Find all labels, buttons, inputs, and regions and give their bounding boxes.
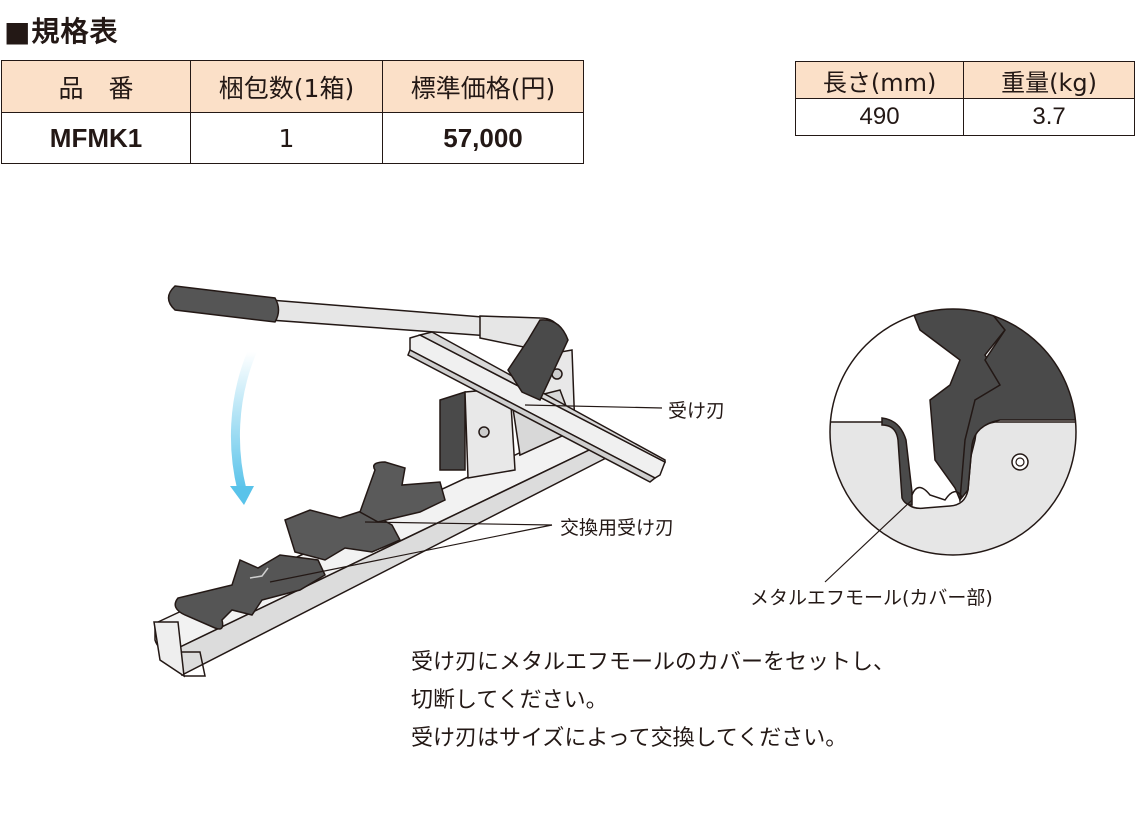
header-package-count: 梱包数(1箱) [190,60,383,113]
header-product-number: 品 番 [1,60,191,113]
header-standard-price: 標準価格(円) [382,60,584,113]
cell-weight: 3.7 [963,98,1135,136]
instruction-line: 受け刃にメタルエフモールのカバーをセットし、 [411,650,896,675]
label-metal-molding: メタルエフモール(カバー部) [750,587,993,609]
spec-table-main: 品 番 梱包数(1箱) 標準価格(円) MFMK1 1 57,000 [1,60,584,164]
label-receiving-blade: 受け刃 [668,400,726,422]
detail-zoom-circle [829,308,1077,556]
table-header-row: 品 番 梱包数(1箱) 標準価格(円) [1,60,584,113]
instruction-line: 受け刃はサイズによって交換してください。 [411,726,848,751]
instruction-note: 受け刃にメタルエフモールのカバーをセットし、 切断してください。 受け刃はサイズ… [411,644,895,758]
header-weight: 重量(kg) [963,61,1135,99]
header-length: 長さ(mm) [794,61,965,99]
cell-standard-price: 57,000 [382,112,584,164]
leader-lines [269,404,913,583]
cell-package-count: 1 [190,112,383,164]
instruction-line: 切断してください。 [411,688,608,713]
motion-arrow-icon [230,347,257,505]
cell-product-number: MFMK1 [1,112,191,164]
section-title: ■規格表 [4,15,119,48]
label-replacement-blade: 交換用受け刃 [560,517,675,539]
metal-molding-strip [407,331,666,483]
table-row: 490 3.7 [794,98,1135,136]
handle-lever [167,285,569,401]
spec-table-size: 長さ(mm) 重量(kg) 490 3.7 [794,61,1135,136]
table-header-row: 長さ(mm) 重量(kg) [794,61,1135,99]
cell-length: 490 [794,98,965,136]
table-row: MFMK1 1 57,000 [1,112,584,164]
